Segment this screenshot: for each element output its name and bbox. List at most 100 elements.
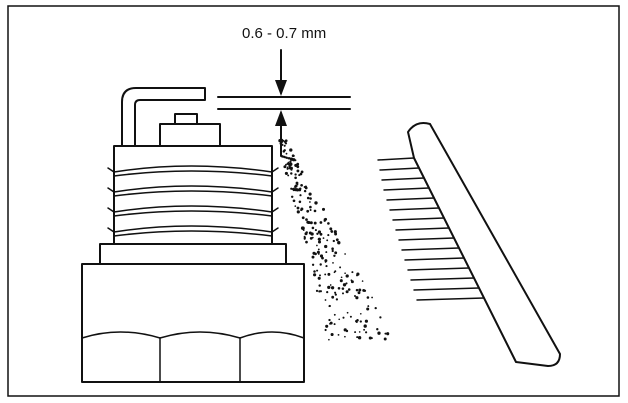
debris-particle bbox=[300, 226, 305, 230]
debris-particle bbox=[363, 328, 366, 331]
debris-particle bbox=[346, 311, 349, 314]
carbon-debris-particles bbox=[278, 138, 390, 341]
debris-particle bbox=[351, 271, 354, 274]
debris-particle bbox=[316, 244, 318, 247]
gap-arrow-up-icon bbox=[275, 110, 287, 126]
debris-particle bbox=[284, 142, 287, 144]
debris-particle bbox=[325, 324, 329, 328]
debris-particle bbox=[328, 338, 330, 341]
debris-particle bbox=[282, 150, 286, 153]
debris-particle bbox=[334, 232, 338, 236]
debris-particle bbox=[354, 331, 357, 334]
debris-particle bbox=[344, 272, 346, 275]
debris-particle bbox=[327, 234, 330, 237]
debris-particle bbox=[365, 331, 368, 334]
center-electrode-insulator bbox=[159, 123, 221, 147]
debris-particle bbox=[317, 252, 320, 255]
debris-particle bbox=[298, 200, 302, 204]
debris-particle bbox=[359, 312, 362, 315]
debris-particle bbox=[386, 332, 390, 336]
debris-particle bbox=[333, 323, 336, 326]
debris-particle bbox=[335, 238, 339, 242]
debris-particle bbox=[306, 196, 310, 200]
debris-particle bbox=[374, 306, 377, 310]
debris-particle bbox=[329, 284, 332, 286]
figure-frame bbox=[7, 5, 620, 397]
debris-particle bbox=[304, 186, 308, 190]
debris-particle bbox=[318, 284, 321, 287]
debris-particle bbox=[347, 288, 351, 291]
debris-particle bbox=[344, 253, 346, 255]
debris-particle bbox=[325, 251, 328, 254]
spark-plug bbox=[81, 87, 305, 383]
debris-particle bbox=[341, 287, 345, 290]
debris-particle bbox=[316, 269, 319, 272]
debris-particle bbox=[309, 197, 312, 200]
debris-particle bbox=[367, 305, 370, 308]
debris-particle bbox=[290, 172, 293, 175]
wire-brush bbox=[377, 122, 561, 367]
debris-particle bbox=[292, 199, 296, 203]
debris-particle bbox=[333, 254, 336, 257]
debris-particle bbox=[355, 320, 358, 324]
debris-particle bbox=[337, 333, 340, 336]
debris-particle bbox=[338, 318, 341, 321]
debris-particle bbox=[358, 331, 361, 333]
debris-particle bbox=[339, 279, 343, 283]
debris-particle bbox=[311, 226, 315, 230]
debris-particle bbox=[319, 254, 324, 258]
debris-particle bbox=[318, 238, 321, 241]
debris-particle bbox=[368, 336, 372, 340]
debris-particle bbox=[328, 304, 331, 308]
debris-particle bbox=[309, 201, 311, 203]
debris-particle bbox=[357, 336, 362, 340]
debris-particle bbox=[331, 247, 334, 250]
debris-particle bbox=[358, 288, 362, 292]
debris-particle bbox=[288, 166, 292, 170]
debris-particle bbox=[289, 148, 293, 152]
debris-particle bbox=[300, 183, 303, 187]
debris-particle bbox=[309, 237, 313, 240]
debris-particle bbox=[364, 319, 368, 323]
debris-particle bbox=[355, 288, 359, 292]
debris-particle bbox=[307, 220, 311, 225]
debris-particle bbox=[303, 235, 306, 238]
debris-particle bbox=[366, 307, 370, 311]
debris-particle bbox=[299, 194, 302, 197]
debris-particle bbox=[319, 232, 323, 236]
debris-particle bbox=[342, 316, 345, 319]
debris-particle bbox=[377, 331, 381, 335]
debris-particle bbox=[345, 282, 348, 285]
debris-particle bbox=[285, 163, 287, 166]
thread-body bbox=[113, 145, 273, 245]
debris-particle bbox=[330, 286, 335, 290]
debris-particle bbox=[296, 183, 299, 186]
debris-particle bbox=[319, 221, 323, 224]
debris-particle bbox=[292, 154, 295, 157]
debris-particle bbox=[337, 241, 341, 245]
debris-particle bbox=[324, 273, 327, 276]
debris-particle bbox=[332, 239, 335, 243]
debris-particle bbox=[305, 231, 308, 234]
debris-particle bbox=[324, 299, 327, 301]
debris-particle bbox=[329, 227, 333, 231]
debris-particle bbox=[342, 283, 347, 287]
debris-particle bbox=[314, 229, 317, 232]
debris-particle bbox=[326, 290, 329, 294]
debris-particle bbox=[329, 321, 333, 325]
debris-particle bbox=[334, 293, 337, 296]
brush-bristles bbox=[377, 157, 485, 301]
debris-particle bbox=[354, 295, 356, 297]
debris-particle bbox=[333, 313, 336, 316]
debris-particle bbox=[324, 244, 328, 249]
debris-particle bbox=[294, 159, 297, 162]
debris-particle bbox=[324, 328, 327, 332]
debris-particle bbox=[294, 185, 297, 189]
debris-particle bbox=[335, 298, 339, 301]
debris-particle bbox=[319, 290, 322, 293]
debris-particle bbox=[327, 285, 331, 290]
debris-particle bbox=[304, 190, 307, 193]
debris-particle bbox=[321, 207, 326, 211]
debris-particle bbox=[324, 261, 327, 263]
